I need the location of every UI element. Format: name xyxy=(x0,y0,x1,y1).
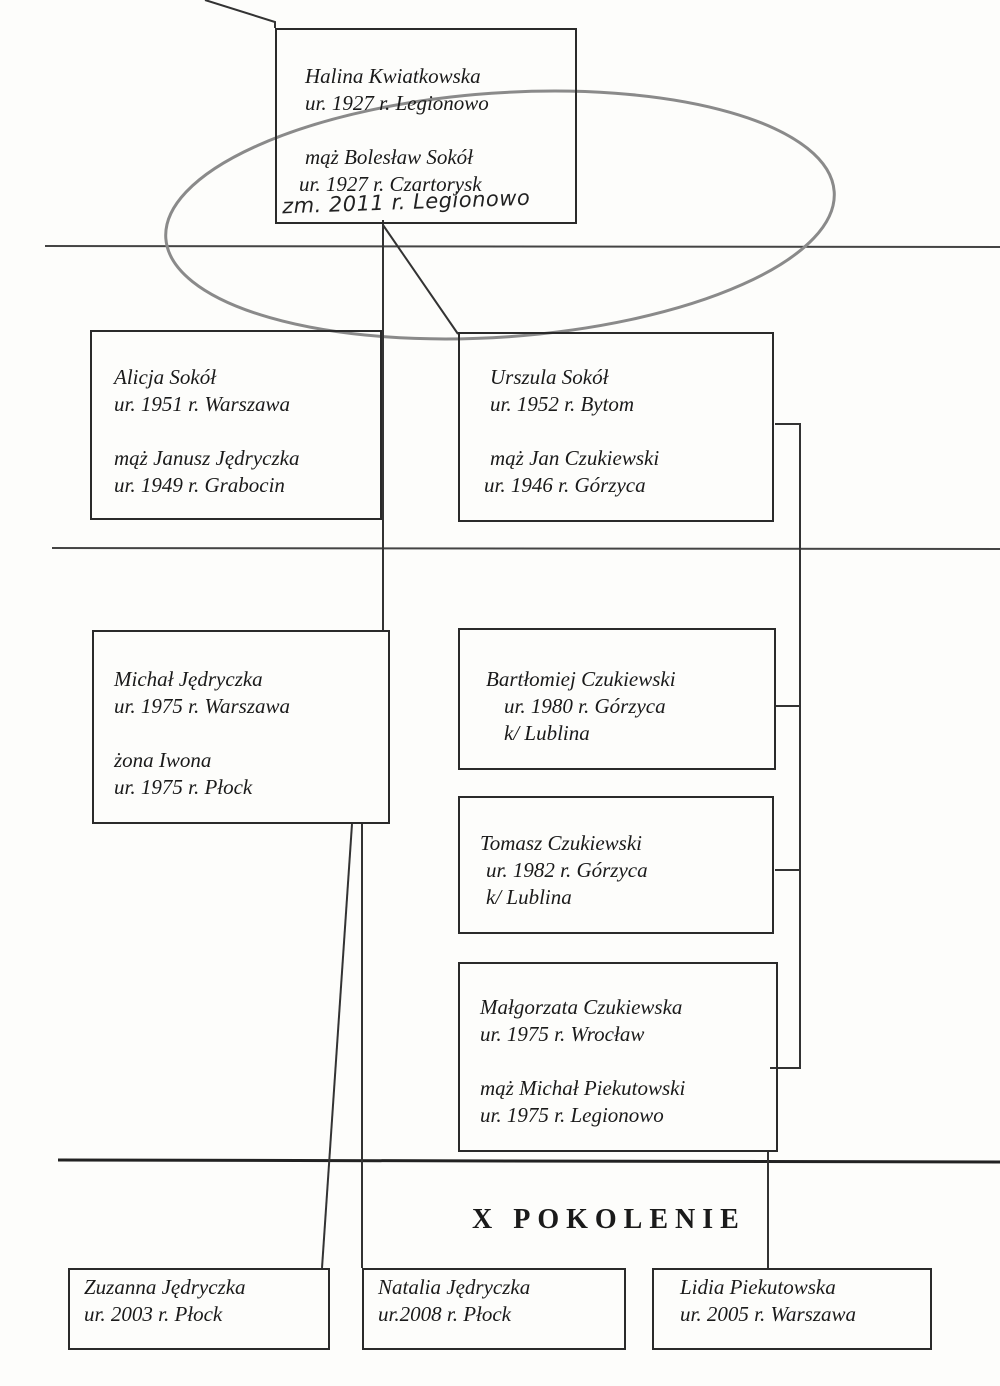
spouse-birth-info: ur. 1975 r. Legionowo xyxy=(480,1103,664,1127)
root-to-urszula-line xyxy=(382,224,459,335)
birth-info: ur. 2003 r. Płock xyxy=(84,1302,223,1326)
incoming-line xyxy=(204,0,276,28)
person-box-alicja: Alicja Sokół ur. 1951 r. Warszawa mąż Ja… xyxy=(90,330,382,520)
place-note: k/ Lublina xyxy=(504,721,590,745)
person-box-bartlomiej: Bartłomiej Czukiewski ur. 1980 r. Górzyc… xyxy=(458,628,776,770)
person-name: Halina Kwiatkowska xyxy=(305,64,481,88)
spouse-birth-info: ur. 1946 r. Górzyca xyxy=(484,473,646,497)
birth-info: ur. 1982 r. Górzyca xyxy=(486,858,648,882)
pencil-oval xyxy=(164,89,836,341)
spouse-name: mąż Janusz Jędryczka xyxy=(114,446,300,470)
person-name: Alicja Sokół xyxy=(114,365,217,389)
person-name: Lidia Piekutowska xyxy=(680,1275,836,1299)
generation-divider-3 xyxy=(57,1158,1000,1164)
birth-info: ur. 2005 r. Warszawa xyxy=(680,1302,857,1326)
person-box-halina: Halina Kwiatkowska ur. 1927 r. Legionowo… xyxy=(275,28,577,224)
spouse-name: żona Iwona xyxy=(114,748,212,772)
birth-info: ur.2008 r. Płock xyxy=(378,1302,511,1326)
place-note: k/ Lublina xyxy=(486,885,572,909)
birth-info: ur. 1980 r. Górzyca xyxy=(504,694,666,718)
person-name: Małgorzata Czukiewska xyxy=(480,995,683,1019)
person-box-tomasz: Tomasz Czukiewski ur. 1982 r. Górzyca k/… xyxy=(458,796,774,934)
generation-title: X POKOLENIE xyxy=(472,1204,746,1235)
birth-info: ur. 1951 r. Warszawa xyxy=(114,392,291,416)
spouse-birth-info: ur. 1949 r. Grabocin xyxy=(114,473,285,497)
michal-to-zuzanna-line xyxy=(321,823,353,1269)
birth-info: ur. 1952 r. Bytom xyxy=(490,392,635,416)
person-box-zuzanna: Zuzanna Jędryczka ur. 2003 r. Płock xyxy=(68,1268,330,1350)
urszula-children-bracket xyxy=(770,423,801,1069)
person-box-malgorzata: Małgorzata Czukiewska ur. 1975 r. Wrocła… xyxy=(458,962,778,1152)
birth-info: ur. 1927 r. Legionowo xyxy=(305,91,489,115)
person-box-lidia: Lidia Piekutowska ur. 2005 r. Warszawa xyxy=(652,1268,932,1350)
person-name: Tomasz Czukiewski xyxy=(480,831,643,855)
person-name: Bartłomiej Czukiewski xyxy=(486,667,676,691)
spouse-birth-info: ur. 1927 r. Czartorysk xyxy=(299,172,482,196)
spouse-name: mąż Michał Piekutowski xyxy=(480,1076,686,1100)
person-box-natalia: Natalia Jędryczka ur.2008 r. Płock xyxy=(362,1268,626,1350)
person-name: Zuzanna Jędryczka xyxy=(84,1275,246,1299)
spouse-name: mąż Bolesław Sokół xyxy=(305,145,473,169)
person-box-michal: Michał Jędryczka ur. 1975 r. Warszawa żo… xyxy=(92,630,390,824)
spouse-birth-info: ur. 1975 r. Płock xyxy=(114,775,253,799)
generation-divider-2 xyxy=(51,547,1000,550)
person-box-urszula: Urszula Sokół ur. 1952 r. Bytom mąż Jan … xyxy=(458,332,774,522)
generation-divider-1 xyxy=(44,245,1000,248)
person-name: Urszula Sokół xyxy=(490,365,609,389)
birth-info: ur. 1975 r. Warszawa xyxy=(114,694,291,718)
person-name: Natalia Jędryczka xyxy=(378,1275,531,1299)
person-name: Michał Jędryczka xyxy=(114,667,263,691)
birth-info: ur. 1975 r. Wrocław xyxy=(480,1022,645,1046)
spouse-name: mąż Jan Czukiewski xyxy=(490,446,660,470)
